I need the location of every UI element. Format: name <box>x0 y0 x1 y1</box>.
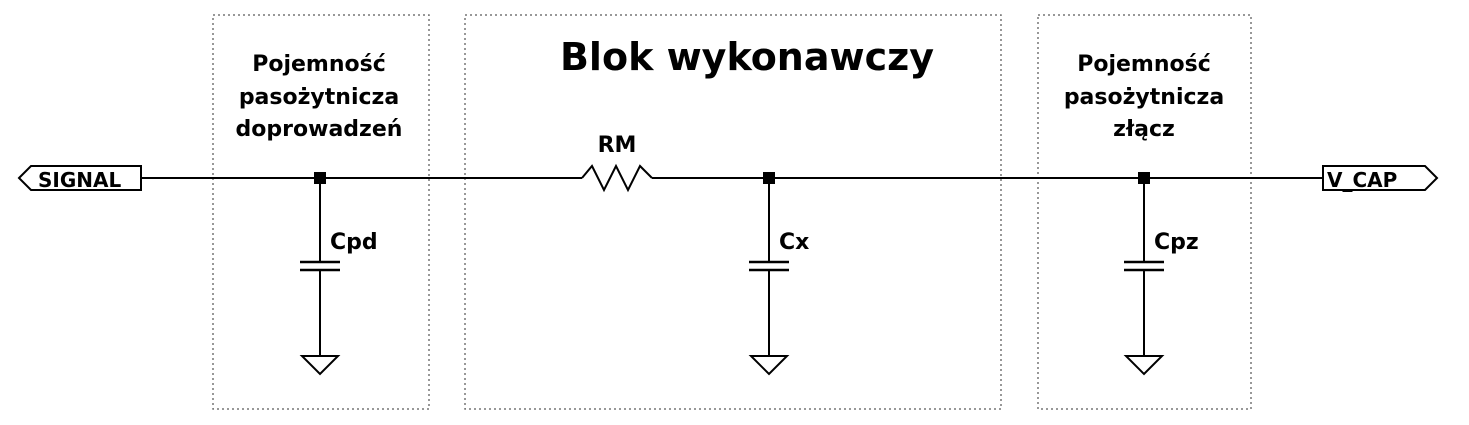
block-title-leads-line3: doprowadzeń <box>236 117 403 142</box>
block-title-leads-line2: pasożytnicza <box>239 85 399 110</box>
capacitor-cpz <box>1123 184 1165 376</box>
resistor-label: RM <box>598 133 637 158</box>
block-box-parasitic-joints <box>1037 14 1252 410</box>
capacitor-cpd <box>299 184 341 376</box>
ground-symbol-cx <box>748 355 790 376</box>
ground-symbol-cpd <box>299 355 341 376</box>
junction-node-joints <box>1138 172 1150 184</box>
port-output: V_CAP <box>1322 165 1439 192</box>
block-title-joints-line1: Pojemność <box>1077 52 1211 77</box>
resistor-rm <box>581 163 653 193</box>
port-output-label: V_CAP <box>1327 168 1397 192</box>
port-output-shape <box>1322 165 1439 191</box>
ground-symbol-cpz <box>1123 355 1165 376</box>
block-title-joints-line3: złącz <box>1113 117 1175 142</box>
junction-node-leads <box>314 172 326 184</box>
block-title-leads-line1: Pojemność <box>252 52 386 77</box>
block-title-joints-line2: pasożytnicza <box>1064 85 1224 110</box>
capacitor-cpd-label: Cpd <box>330 230 378 255</box>
port-input: SIGNAL <box>17 165 142 192</box>
block-title-execution: Blok wykonawczy <box>560 35 934 79</box>
capacitor-cx-label: Cx <box>779 230 809 255</box>
port-input-label: SIGNAL <box>38 168 121 192</box>
junction-node-x <box>763 172 775 184</box>
capacitor-cx <box>748 184 790 376</box>
capacitor-cpz-label: Cpz <box>1154 230 1199 255</box>
